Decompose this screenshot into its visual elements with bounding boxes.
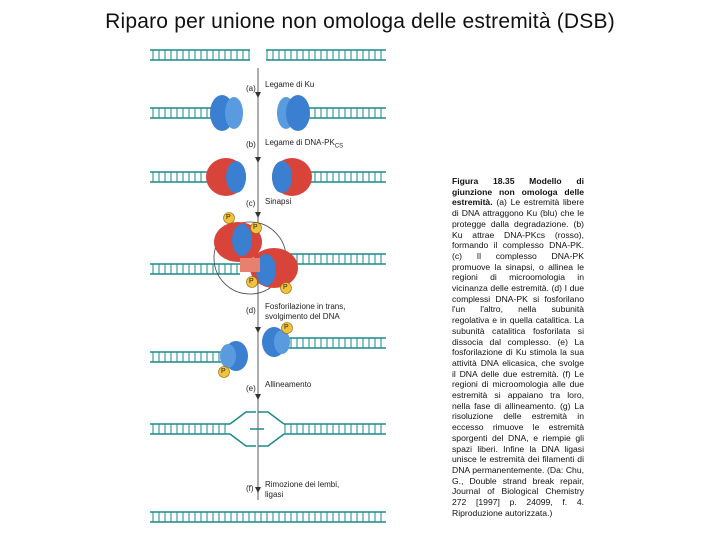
dna-unwinding bbox=[150, 322, 386, 378]
dna-repaired bbox=[150, 511, 386, 523]
ku-protein-left bbox=[210, 95, 243, 131]
dna-broken-top bbox=[150, 49, 386, 61]
dna-with-ku bbox=[150, 107, 386, 119]
step-d-letter: (d) bbox=[246, 306, 256, 315]
step-e-letter: (e) bbox=[246, 384, 256, 393]
step-b-label: Legame di DNA-PKCS bbox=[265, 138, 344, 150]
phospho-label-5: P bbox=[284, 324, 289, 331]
step-e-label: Allineamento bbox=[265, 380, 312, 389]
step-d-label: Fosforilazione in trans, svolgimento del… bbox=[265, 302, 346, 321]
phospho-markers-synapsis bbox=[223, 212, 292, 294]
phospho-label-3: P bbox=[249, 278, 254, 285]
dna-alignment bbox=[150, 411, 386, 447]
step-c-letter: (c) bbox=[246, 199, 256, 208]
phospho-label-2: P bbox=[253, 224, 258, 231]
dna-with-pkcs bbox=[150, 171, 386, 183]
figure-caption: Figura 18.35 Modello di giunzione non om… bbox=[452, 176, 584, 519]
step-c-label: Sinapsi bbox=[265, 197, 292, 206]
phospho-label-4: P bbox=[283, 284, 288, 291]
step-a-label: Legame di Ku bbox=[265, 80, 315, 89]
caption-heading: Figura 18.35 Modello di giunzione non om… bbox=[452, 176, 584, 208]
step-f-letter: (f) bbox=[246, 484, 254, 493]
caption-body: (a) Le estremità libere di DNA attraggon… bbox=[452, 197, 584, 518]
pkcs-protein-right bbox=[272, 158, 312, 196]
step-a-letter: (a) bbox=[246, 84, 256, 93]
arrow-heads bbox=[255, 92, 261, 493]
phospho-label-1: P bbox=[226, 214, 231, 221]
pkcs-protein-left bbox=[206, 158, 246, 196]
synapsis-complex bbox=[150, 221, 386, 295]
step-b-letter: (b) bbox=[246, 140, 256, 149]
page-title: Riparo per unione non omologa delle estr… bbox=[105, 10, 615, 33]
phospho-label-6: P bbox=[221, 368, 226, 375]
step-b-subscript: CS bbox=[334, 143, 344, 150]
ku-protein-right bbox=[277, 95, 310, 131]
step-f-label: Rimozione dei lembi, ligasi bbox=[265, 480, 340, 499]
